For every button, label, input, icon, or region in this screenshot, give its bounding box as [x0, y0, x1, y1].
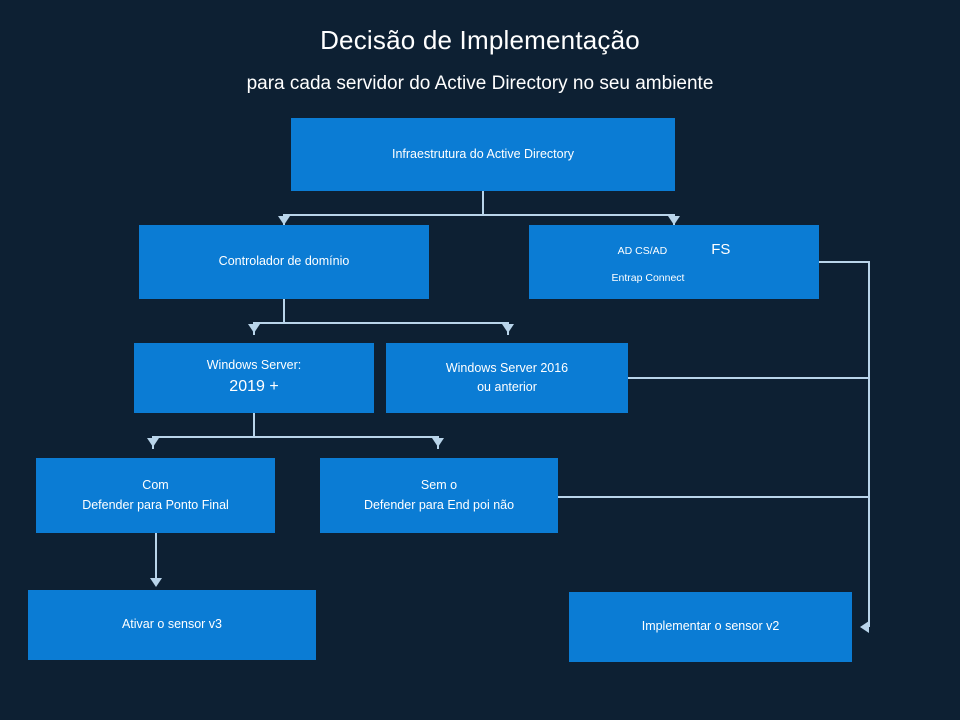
connector-ws2016-right — [628, 377, 870, 379]
arrow-adinfra-to-adcs — [668, 216, 680, 225]
connector-adcs-right — [818, 261, 870, 263]
node-sensor-v3[interactable]: Ativar o sensor v3 — [28, 590, 316, 660]
arrow-trunk-to-sensorv2 — [860, 621, 869, 633]
arrow-dc-to-ws2016 — [502, 324, 514, 333]
node-ad-infrastructure-label: Infraestrutura do Active Directory — [391, 146, 575, 161]
node-sem-defender-line2: Defender para End poi não — [363, 497, 515, 512]
connector-adinfra-stem — [482, 191, 484, 215]
node-windows-server-2019-line2: 2019 + — [229, 378, 279, 396]
node-adcs-adfs[interactable]: AD CS/AD FS Entrap Connect — [529, 225, 819, 299]
connector-adinfra-bar — [283, 214, 674, 216]
node-adcs-adfs-label-bottom: Entrap Connect — [611, 271, 685, 284]
node-domain-controller[interactable]: Controlador de domínio — [139, 225, 429, 299]
connector-right-trunk — [868, 261, 870, 627]
node-sensor-v2[interactable]: Implementar o sensor v2 — [569, 592, 852, 662]
connector-dc-stem — [283, 299, 285, 323]
node-sem-defender-line1: Sem o — [420, 478, 458, 493]
connector-ws2019-stem — [253, 413, 255, 437]
node-windows-server-2019-line1: Windows Server: — [206, 357, 302, 372]
arrow-ws2019-to-com — [147, 438, 159, 447]
node-adcs-adfs-row: AD CS/AD FS — [537, 238, 811, 261]
connector-com-to-sensorv3 — [155, 533, 157, 581]
node-com-defender-line1: Com — [142, 478, 169, 493]
node-windows-server-2016-line2: ou anterior — [477, 380, 537, 394]
node-windows-server-2019[interactable]: Windows Server: 2019 + — [134, 343, 374, 413]
node-domain-controller-label: Controlador de domínio — [218, 254, 350, 269]
page-subtitle: para cada servidor do Active Directory n… — [246, 73, 714, 94]
node-sensor-v3-label: Ativar o sensor v3 — [121, 617, 223, 632]
node-windows-server-2016[interactable]: Windows Server 2016 ou anterior — [386, 343, 628, 413]
node-sem-defender[interactable]: Sem o Defender para End poi não — [320, 458, 558, 533]
connector-sem-right — [557, 496, 870, 498]
node-windows-server-2016-line1: Windows Server 2016 — [445, 360, 569, 375]
node-adcs-adfs-label-left: AD CS/AD — [617, 244, 668, 257]
node-com-defender[interactable]: Com Defender para Ponto Final — [36, 458, 275, 533]
arrow-dc-to-ws2019 — [248, 324, 260, 333]
arrow-adinfra-to-dc — [278, 216, 290, 225]
connector-dc-bar — [253, 322, 509, 324]
page-title: Decisão de Implementação — [320, 25, 640, 55]
arrow-com-to-sensorv3 — [150, 578, 162, 587]
node-ad-infrastructure[interactable]: Infraestrutura do Active Directory — [291, 118, 675, 191]
node-com-defender-line2: Defender para Ponto Final — [82, 497, 229, 512]
connector-ws2019-bar — [152, 436, 439, 438]
arrow-ws2019-to-sem — [432, 438, 444, 447]
node-sensor-v2-label: Implementar o sensor v2 — [641, 619, 780, 634]
node-adcs-adfs-label-right: FS — [711, 240, 731, 258]
